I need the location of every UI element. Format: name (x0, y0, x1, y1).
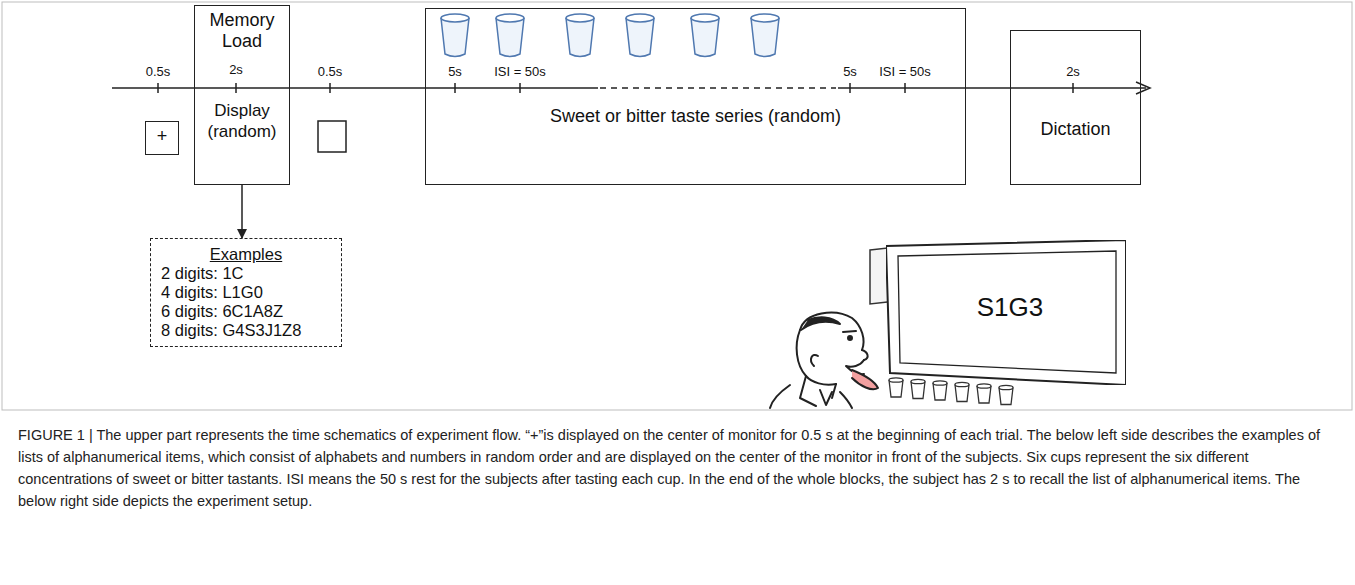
time-label: 2s (1066, 64, 1080, 79)
tasting-cups-row (889, 378, 1013, 405)
example-item: 6 digits: 6C1A8Z (161, 302, 331, 321)
taste-series-box: Sweet or bitter taste series (random) (425, 8, 966, 185)
examples-box: Examples2 digits: 1C4 digits: L1G06 digi… (150, 238, 342, 347)
blank-screen-box (318, 121, 346, 152)
time-label: 5s (843, 64, 857, 79)
time-label: 0.5s (146, 64, 171, 79)
screen-text: S1G3 (886, 292, 1134, 323)
taste-cups (441, 14, 779, 57)
example-item: 4 digits: L1G0 (161, 283, 331, 302)
tick-marks (158, 83, 1073, 93)
time-label: 5s (448, 64, 462, 79)
memory-load-box: Memory LoadDisplay (random) (194, 5, 290, 185)
example-item: 2 digits: 1C (161, 264, 331, 283)
figure-caption: FIGURE 1 | The upper part represents the… (18, 424, 1340, 512)
box-heading: Memory Load (195, 10, 289, 52)
example-item: 8 digits: G4S3J1Z8 (161, 321, 331, 340)
dictation-box: Dictation (1010, 30, 1141, 185)
time-label: ISI = 50s (879, 64, 931, 79)
box-label: Dictation (1011, 119, 1140, 140)
time-label: ISI = 50s (494, 64, 546, 79)
time-label: 2s (229, 62, 243, 77)
timeline (112, 82, 1150, 94)
person-illustration (770, 313, 878, 408)
examples-heading: Examples (161, 245, 331, 264)
time-label: 0.5s (318, 64, 343, 79)
fixation-box: + (145, 121, 179, 155)
box-label: Display (random) (195, 100, 289, 142)
fixation-cross: + (146, 122, 178, 151)
box-label: Sweet or bitter taste series (random) (426, 105, 965, 127)
monitor-screen: S1G3 (886, 240, 1134, 385)
connector-arrow (241, 185, 243, 238)
figure-frame (2, 2, 1352, 410)
